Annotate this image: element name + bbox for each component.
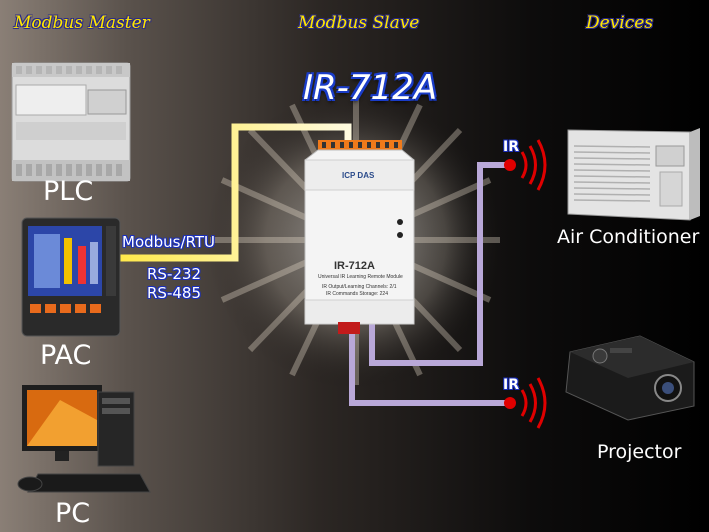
- module-subtitle: Universal IR Learning Remote Module: [318, 274, 403, 280]
- module-spec-1: IR Output/Learning Channels: 2/1: [322, 284, 397, 290]
- air-conditioner-label: Air Conditioner: [557, 226, 700, 248]
- ir-label-projector: IR: [503, 377, 519, 393]
- ir-emitter-projector: [504, 377, 547, 429]
- header-modbus-master: Modbus Master: [14, 13, 150, 33]
- ir-label-ac: IR: [503, 139, 519, 155]
- diagram-title: IR-712A: [303, 68, 438, 108]
- serial-connection-line: [120, 123, 352, 262]
- rs485-label: RS-485: [147, 284, 201, 302]
- modbus-rtu-label: Modbus/RTU: [122, 233, 216, 251]
- module-brand: ICP DAS: [342, 171, 375, 180]
- ir-emitter-ac: [504, 139, 547, 191]
- pac-device: [21, 217, 121, 337]
- projector-device: [565, 335, 695, 421]
- pc-device: [17, 385, 151, 493]
- header-devices: Devices: [586, 13, 654, 33]
- projector-label: Projector: [597, 441, 682, 463]
- air-conditioner-device: [567, 128, 700, 221]
- pac-label: PAC: [40, 340, 92, 371]
- plc-label: PLC: [43, 176, 94, 207]
- plc-device: [11, 62, 131, 182]
- ir-712a-module: [304, 140, 415, 334]
- header-modbus-slave: Modbus Slave: [298, 13, 420, 33]
- module-model: IR-712A: [334, 260, 375, 272]
- ir-connection-lines: [349, 162, 508, 406]
- pc-label: PC: [55, 498, 91, 529]
- module-spec-2: IR Commands Storage: 224: [326, 291, 388, 297]
- rs232-label: RS-232: [147, 265, 201, 283]
